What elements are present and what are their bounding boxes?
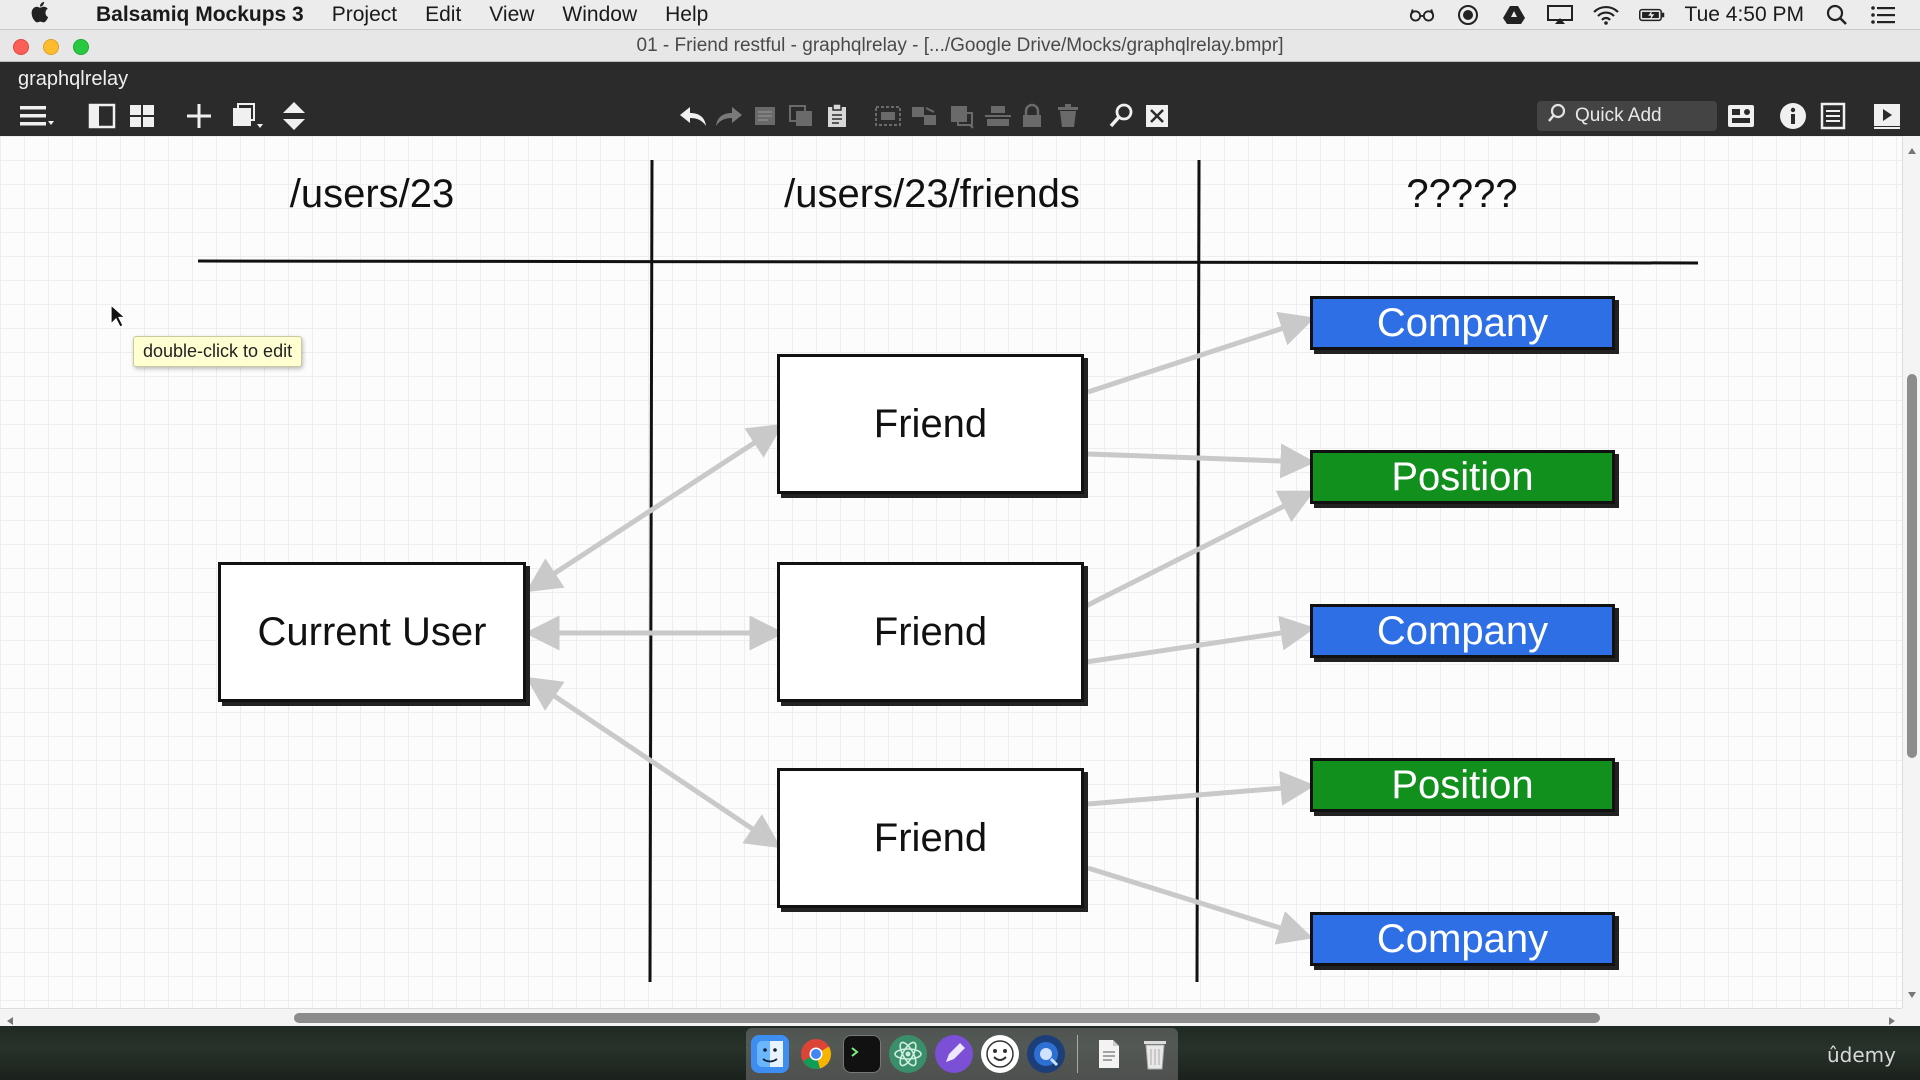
column-header-friends[interactable]: /users/23/friends (784, 172, 1080, 216)
documents-folder-icon[interactable] (1090, 1035, 1128, 1073)
menu-project[interactable]: Project (331, 2, 398, 26)
airplay-icon[interactable] (1546, 4, 1573, 26)
sort-order-icon[interactable] (280, 100, 308, 132)
toolbar (0, 96, 1920, 136)
company-tag[interactable]: Company (1310, 296, 1615, 350)
notification-center-icon[interactable] (1870, 4, 1896, 26)
align-icon[interactable] (984, 100, 1012, 132)
properties-panel-icon[interactable] (1820, 100, 1846, 132)
scrollbar-corner (1902, 1008, 1920, 1026)
menu-view[interactable]: View (489, 2, 535, 26)
panel-layout-icon[interactable] (88, 100, 116, 132)
mockup-canvas[interactable]: /users/23 /users/23/friends ????? Curren… (0, 136, 1902, 1008)
cut-icon[interactable] (752, 100, 778, 132)
symbols-library-icon[interactable] (1726, 100, 1756, 132)
battery-icon[interactable] (1638, 4, 1665, 26)
trash-can-icon[interactable] (1136, 1035, 1174, 1073)
add-icon[interactable] (184, 100, 214, 132)
quicktime-icon[interactable] (1026, 1035, 1065, 1073)
editor-pen-icon[interactable] (934, 1035, 973, 1073)
trash-icon[interactable] (1056, 100, 1080, 132)
spotlight-search-icon[interactable] (1824, 4, 1850, 26)
wifi-icon[interactable] (1592, 4, 1619, 26)
menu-edit[interactable]: Edit (425, 2, 462, 26)
friend-box[interactable]: Friend (777, 562, 1084, 702)
arrow-friend1-position (1087, 443, 1316, 479)
horizontal-scroll-thumb[interactable] (294, 1013, 1600, 1023)
arrange-icon[interactable] (230, 100, 264, 132)
paste-icon[interactable] (824, 100, 850, 132)
terminal-icon[interactable] (842, 1035, 881, 1073)
dock-separator (1076, 1035, 1078, 1073)
find-icon[interactable] (1108, 100, 1136, 132)
arrow-friend3-position (1087, 770, 1316, 807)
undo-icon[interactable] (678, 100, 708, 132)
diagram-lines (197, 159, 1699, 983)
bring-forward-icon[interactable] (948, 100, 976, 132)
project-name[interactable]: graphqlrelay (18, 68, 129, 90)
arrow-user-friend-1 (525, 423, 784, 593)
close-markup-icon[interactable] (1144, 100, 1170, 132)
apple-menu-icon[interactable] (0, 0, 82, 30)
arrow-friend3-company (1087, 865, 1314, 945)
horizontal-scrollbar[interactable] (0, 1008, 1902, 1026)
friend-box[interactable]: Friend (777, 768, 1084, 908)
window-minimize-button[interactable] (43, 39, 59, 55)
dock (746, 1028, 1178, 1080)
google-drive-icon[interactable] (1501, 4, 1527, 26)
mouse-pointer-icon (110, 303, 127, 333)
lock-icon[interactable] (1020, 100, 1044, 132)
copy-icon[interactable] (788, 100, 814, 132)
chrome-icon[interactable] (797, 1035, 835, 1073)
scroll-up-arrow-icon[interactable] (1907, 142, 1917, 160)
menu-app-name[interactable]: Balsamiq Mockups 3 (96, 2, 304, 26)
record-icon[interactable] (1455, 4, 1481, 26)
position-tag[interactable]: Position (1310, 450, 1615, 504)
current-user-box[interactable]: Current User (218, 562, 526, 702)
arrow-friend2-company (1085, 615, 1316, 665)
grid-view-icon[interactable] (128, 100, 156, 132)
window-title-bar: 01 - Friend restful - graphqlrelay - [..… (0, 30, 1920, 62)
vertical-scrollbar[interactable] (1902, 136, 1920, 1008)
info-icon[interactable] (1778, 100, 1808, 132)
group-icon[interactable] (874, 100, 902, 132)
window-maximize-button[interactable] (73, 39, 89, 55)
hamburger-menu-icon[interactable] (18, 100, 54, 132)
menu-window[interactable]: Window (562, 2, 638, 26)
scroll-right-arrow-icon[interactable] (1888, 1013, 1896, 1031)
arrow-friend1-company (1087, 311, 1316, 395)
column-header-users[interactable]: /users/23 (289, 172, 455, 216)
column-divider-right (1195, 159, 1201, 983)
company-tag[interactable]: Company (1310, 912, 1615, 966)
presentation-mode-icon[interactable] (1872, 100, 1902, 132)
arrow-user-friend-3 (525, 676, 782, 849)
finder-icon[interactable] (750, 1035, 789, 1073)
redo-icon[interactable] (714, 100, 744, 132)
menu-bar: Balsamiq Mockups 3 Project Edit View Win… (0, 0, 1920, 30)
column-header-unknown[interactable]: ????? (1406, 172, 1518, 216)
glasses-icon[interactable] (1409, 4, 1435, 26)
menu-help[interactable]: Help (665, 2, 709, 26)
search-icon (1547, 103, 1567, 129)
window-close-button[interactable] (13, 39, 29, 55)
menu-clock[interactable]: Tue 4:50 PM (1684, 2, 1804, 26)
position-tag[interactable]: Position (1310, 758, 1615, 812)
quick-add-field[interactable] (1537, 101, 1717, 131)
vertical-scroll-thumb[interactable] (1907, 374, 1917, 758)
ungroup-icon[interactable] (910, 100, 940, 132)
udemy-watermark: ûdemy (1827, 1043, 1896, 1067)
header-divider-line (197, 259, 1699, 265)
app-header: graphqlrelay (0, 62, 1920, 136)
friend-box[interactable]: Friend (777, 354, 1084, 494)
window-title: 01 - Friend restful - graphqlrelay - [..… (636, 35, 1284, 56)
scroll-left-arrow-icon[interactable] (6, 1013, 14, 1031)
column-divider-left (648, 159, 654, 983)
edit-tooltip: double-click to edit (133, 336, 303, 367)
smiley-app-icon[interactable] (980, 1035, 1019, 1073)
quick-add-input[interactable] (1575, 105, 1705, 127)
scroll-down-arrow-icon[interactable] (1907, 986, 1917, 1004)
company-tag[interactable]: Company (1310, 604, 1615, 658)
atom-editor-icon[interactable] (888, 1035, 927, 1073)
arrow-friend2-position (1084, 490, 1315, 609)
